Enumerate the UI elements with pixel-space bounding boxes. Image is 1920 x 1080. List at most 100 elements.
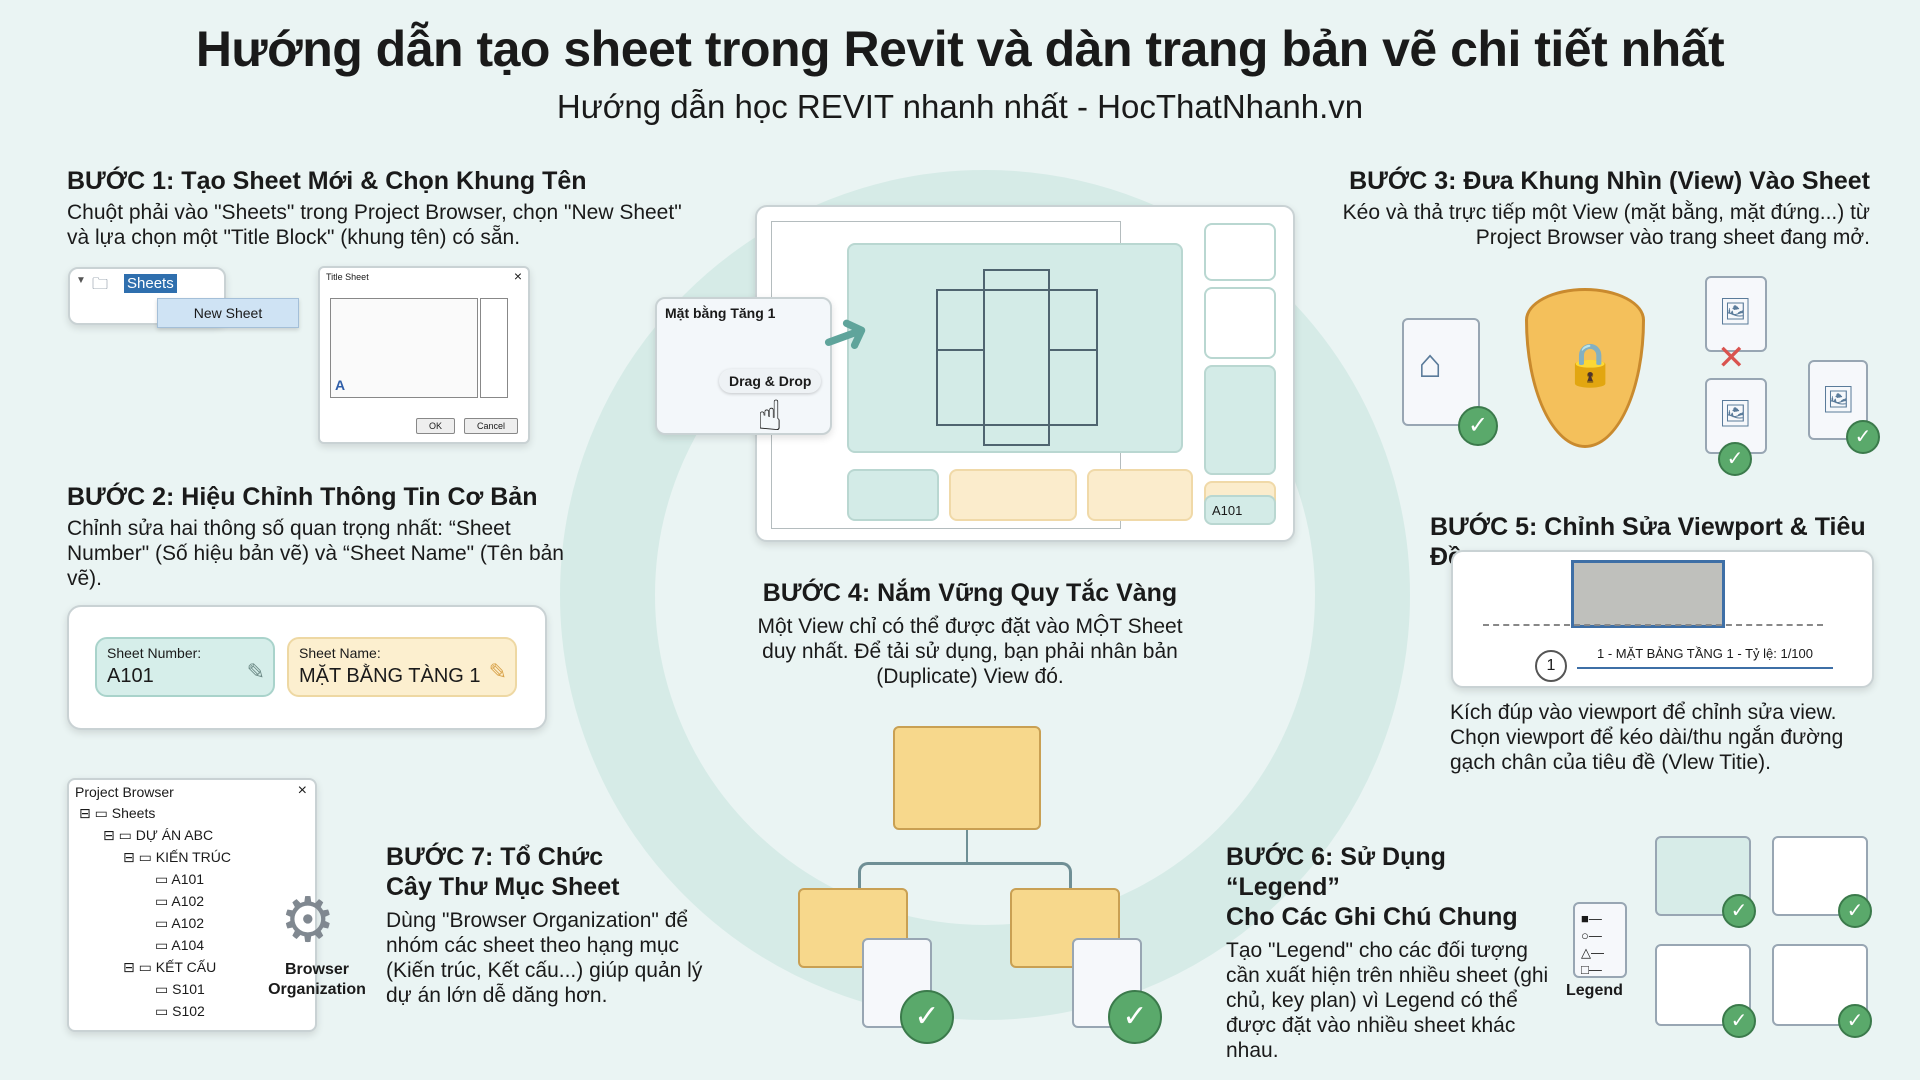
sheet-tree: ⊟ ▭ Sheets ⊟ ▭ DỰ ÁN ABC ⊟ ▭ KIẾN TRÚC ▭… xyxy=(75,802,309,1022)
sheet-slot xyxy=(847,469,939,521)
legend-icon: ■—○—△—□— xyxy=(1573,902,1627,978)
tree-connector xyxy=(858,862,1072,892)
child-folder-icon xyxy=(1010,888,1120,968)
step1-section: BƯỚC 1: Tạo Sheet Mới & Chọn Khung Tên C… xyxy=(67,166,707,250)
step3-heading: BƯỚC 3: Đưa Khung Nhìn (View) Vào Sheet xyxy=(1349,167,1870,195)
check-icon: ✓ xyxy=(1718,442,1752,476)
view-card-title: Mặt bằng Tăng 1 xyxy=(665,305,776,321)
title-sheet-dialog: Title Sheet × A OK Cancel xyxy=(318,266,530,444)
floor-plan-icon xyxy=(936,269,1098,446)
step4-section: BƯỚC 4: Nắm Vững Quy Tắc Vàng Một View c… xyxy=(740,578,1200,689)
tree-item[interactable]: ▭ A104 xyxy=(155,937,205,953)
check-icon: ✓ xyxy=(1838,894,1872,928)
project-browser-panel: Project Browser × ⊟ ▭ Sheets ⊟ ▭ DỰ ÁN A… xyxy=(67,778,317,1032)
sheet-number-field[interactable]: Sheet Number: A101 ✎ xyxy=(95,637,275,697)
sheet-layout-illustration: A101 xyxy=(755,205,1295,542)
dialog-title: Title Sheet xyxy=(326,272,369,282)
sheet-number-label: Sheet Number: xyxy=(107,645,202,661)
x-mark-icon: ✕ xyxy=(1717,339,1746,377)
page-subtitle: Hướng dẫn học REVIT nhanh nhất - HocThat… xyxy=(556,88,1364,125)
pencil-icon[interactable]: ✎ xyxy=(488,659,507,684)
pencil-icon[interactable]: ✎ xyxy=(246,659,265,684)
titleblock-slot xyxy=(1204,223,1276,281)
crop-boundary xyxy=(1483,624,1823,626)
view-number-bubble: 1 xyxy=(1535,650,1567,682)
tree-item[interactable]: ▭ A102 xyxy=(155,915,205,931)
tree-item[interactable]: ▭ A101 xyxy=(155,871,205,887)
hand-pointer-icon: ☝ xyxy=(757,392,783,439)
step1-heading: BƯỚC 1: Tạo Sheet Mới & Chọn Khung Tên xyxy=(67,167,587,195)
tree-connector xyxy=(966,830,968,862)
check-icon: ✓ xyxy=(1846,420,1880,454)
folder-add-icon: 🗀 xyxy=(92,276,109,293)
sheet-slot xyxy=(1087,469,1193,521)
titleblock-notes xyxy=(1204,365,1276,475)
expand-arrow-icon[interactable]: ▼ xyxy=(76,275,86,286)
check-icon: ✓ xyxy=(1722,1004,1756,1038)
context-menu-new-sheet[interactable]: New Sheet xyxy=(157,298,299,328)
sheet-slot xyxy=(949,469,1077,521)
step2-heading: BƯỚC 2: Hiệu Chỉnh Thông Tin Cơ Bản xyxy=(67,483,538,511)
tree-item[interactable]: ▭ S102 xyxy=(155,1003,205,1019)
check-icon: ✓ xyxy=(1108,990,1162,1044)
step3-body: Kéo và thả trực tiếp một View (mặt bằng,… xyxy=(1342,201,1870,249)
view-title-label[interactable]: 1 - MẶT BẢNG TẦNG 1 - Tỷ lệ: 1/100 xyxy=(1577,646,1833,669)
sheet-properties-card: Sheet Number: A101 ✎ Sheet Name: MẶT BẰN… xyxy=(67,605,547,730)
close-icon[interactable]: × xyxy=(513,268,522,284)
tree-item[interactable]: ⊟ ▭ Sheets xyxy=(79,805,156,821)
check-icon: ✓ xyxy=(1838,1004,1872,1038)
view-card[interactable]: Mặt bằng Tăng 1 Drag & Drop ☝ xyxy=(655,297,832,439)
step2-section: BƯỚC 2: Hiệu Chỉnh Thông Tin Cơ Bản Chỉn… xyxy=(67,482,587,591)
step6-section: BƯỚC 6: Sử Dụng “Legend”Cho Các Ghi Chú … xyxy=(1226,842,1566,1063)
parent-folder-icon xyxy=(893,726,1041,830)
sheet-with-legend xyxy=(1772,944,1868,1026)
lock-icon: 🔒 xyxy=(1564,341,1617,388)
viewport-editor-card: 1 1 - MẶT BẢNG TẦNG 1 - Tỷ lệ: 1/100 xyxy=(1451,550,1874,688)
sheet-name-value: MẶT BẰNG TÀNG 1 xyxy=(299,665,481,687)
drag-drop-label: Drag & Drop xyxy=(719,369,822,393)
gear-icon: ⚙ xyxy=(280,886,336,955)
viewport-area xyxy=(847,243,1183,453)
step5-body: Kích đúp vào viewport để chỉnh sửa view.… xyxy=(1450,701,1844,774)
check-icon: ✓ xyxy=(1722,894,1756,928)
legend-label: Legend xyxy=(1566,982,1623,999)
tree-item[interactable]: ⊟ ▭ KIẾN TRÚC xyxy=(123,849,231,865)
sheet-name-field[interactable]: Sheet Name: MẶT BẰNG TÀNG 1 ✎ xyxy=(287,637,517,697)
sheet-number-tag: A101 xyxy=(1204,495,1276,525)
close-icon[interactable]: × xyxy=(297,782,307,799)
tree-item[interactable]: ▭ A102 xyxy=(155,893,205,909)
house-icon: ⌂ xyxy=(1418,342,1443,386)
selected-viewport[interactable] xyxy=(1571,560,1725,628)
view-doc-rejected: 🖼 xyxy=(1705,276,1767,352)
step4-body: Một View chỉ có thể được đặt vào MỘT She… xyxy=(757,615,1183,688)
title-block-side-strip xyxy=(480,298,508,398)
shield-icon: 🔒 xyxy=(1525,288,1645,448)
tree-item[interactable]: ⊟ ▭ DỰ ÁN ABC xyxy=(103,827,214,843)
autodesk-a-icon: A xyxy=(335,377,346,393)
title-block-preview: A xyxy=(330,298,478,398)
step6-heading: BƯỚC 6: Sử Dụng “Legend”Cho Các Ghi Chú … xyxy=(1226,843,1518,931)
ok-button[interactable]: OK xyxy=(416,418,456,434)
step4-heading: BƯỚC 4: Nắm Vững Quy Tắc Vàng xyxy=(762,579,1178,607)
sheet-name-label: Sheet Name: xyxy=(299,645,381,661)
step7-body: Dùng "Browser Organization" để nhóm các … xyxy=(386,909,703,1007)
step5-heading: BƯỚC 5: Chỉnh Sửa Viewport & Tiêu Đề xyxy=(1430,513,1866,571)
project-browser-title: Project Browser xyxy=(75,784,174,800)
titleblock-slot xyxy=(1204,287,1276,359)
check-icon: ✓ xyxy=(900,990,954,1044)
cancel-button[interactable]: Cancel xyxy=(464,418,519,434)
step6-body: Tạo "Legend" cho các đối tượng cần xuất … xyxy=(1226,939,1549,1062)
view-doc-duplicate: 🖼 xyxy=(1705,378,1767,454)
child-folder-icon xyxy=(798,888,908,968)
page-title: Hướng dẫn tạo sheet trong Revit và dàn t… xyxy=(195,21,1725,77)
step2-body: Chỉnh sửa hai thông số quan trọng nhất: … xyxy=(67,517,564,590)
sheet-number-value: A101 xyxy=(107,665,154,687)
check-icon: ✓ xyxy=(1458,406,1498,446)
tree-item[interactable]: ⊟ ▭ KẾT CẤU xyxy=(123,959,217,975)
tree-item[interactable]: ▭ S101 xyxy=(155,981,205,997)
sheets-tree-node[interactable]: Sheets xyxy=(124,274,177,293)
step3-section: BƯỚC 3: Đưa Khung Nhìn (View) Vào Sheet … xyxy=(1300,166,1870,250)
